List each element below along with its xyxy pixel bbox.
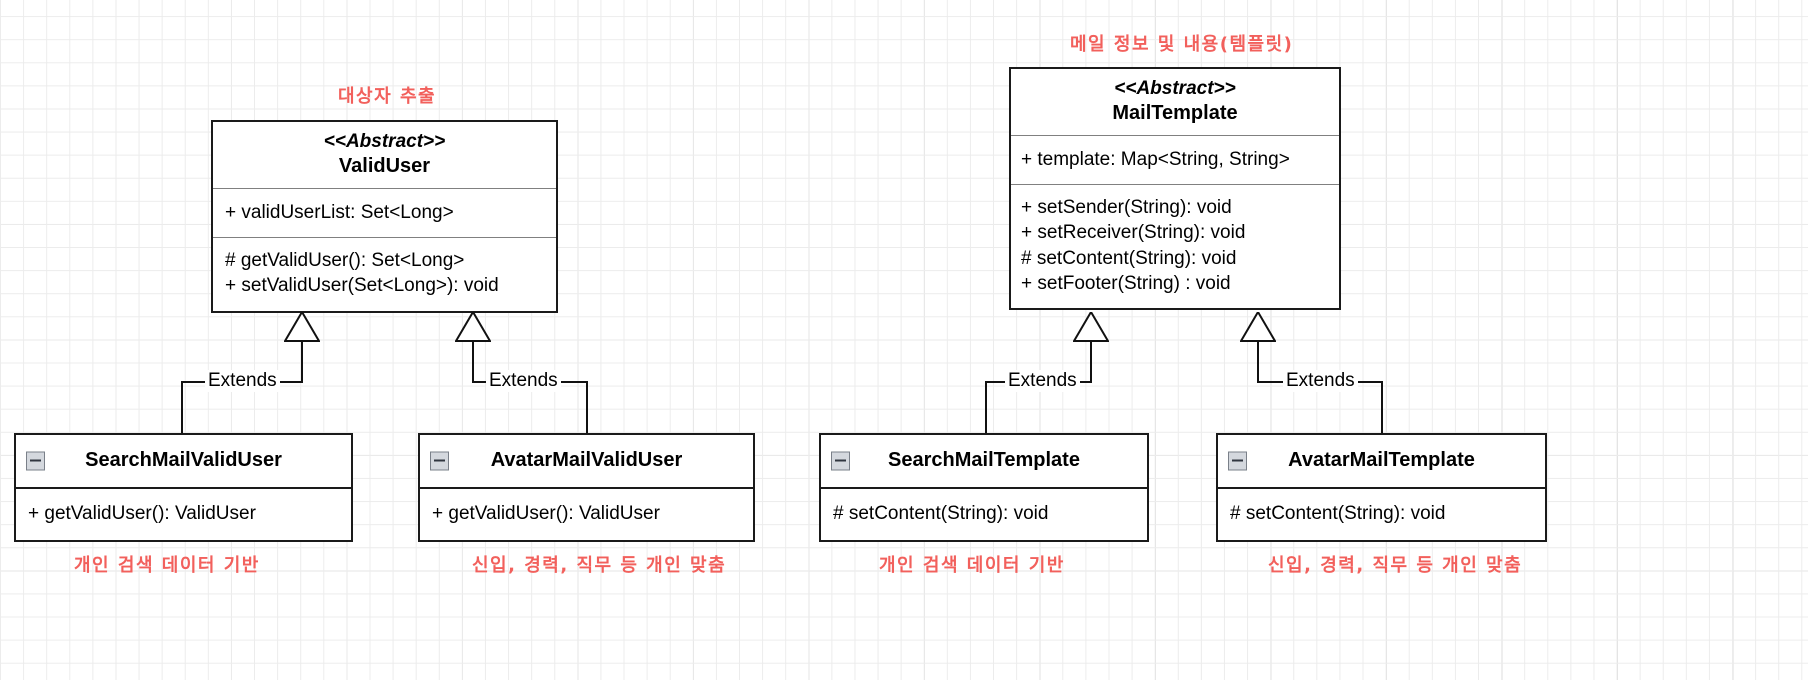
edge-label-extends-4: Extends xyxy=(1283,370,1358,392)
class-name: ValidUser xyxy=(338,155,431,178)
inheritance-arrow-search-mail-template xyxy=(1073,312,1109,342)
connector-r2-segment-top xyxy=(472,341,474,382)
class-stereotype: <<Abstract>> xyxy=(323,131,446,152)
method-row: + setFooter(String) : void xyxy=(1021,272,1231,294)
connector-r4-segment-bottom xyxy=(1381,381,1383,435)
edge-label-extends-2: Extends xyxy=(486,370,561,392)
class-methods-search-mail-valid-user: + getValidUser(): ValidUser xyxy=(16,489,351,540)
edge-label-extends-3: Extends xyxy=(1005,370,1080,392)
divider xyxy=(1011,184,1339,186)
method-row: # setContent(String): void xyxy=(1021,247,1237,269)
class-name: AvatarMailValidUser xyxy=(490,449,683,471)
method-row: + setValidUser(Set<Long>): void xyxy=(225,275,499,297)
annotation-avatar-mail-valid-user-bottom: 신입, 경력, 직무 등 개인 맞춤 xyxy=(472,555,727,576)
divider xyxy=(821,486,1147,489)
attribute-row: + validUserList: Set<Long> xyxy=(225,201,454,223)
inheritance-arrow-avatar-mail-valid-user xyxy=(455,312,491,342)
divider xyxy=(16,486,351,489)
class-header-valid-user: <<Abstract>> ValidUser xyxy=(213,122,556,188)
minus-square-icon[interactable] xyxy=(430,451,449,471)
class-attributes-mail-template: + template: Map<String, String> xyxy=(1011,136,1339,184)
connector-r1-segment-top xyxy=(301,341,303,382)
connector-r3-segment-top xyxy=(1090,341,1092,382)
class-methods-avatar-mail-template: # setContent(String): void xyxy=(1218,489,1545,540)
annotation-avatar-mail-template-bottom: 신입, 경력, 직무 등 개인 맞춤 xyxy=(1268,555,1523,576)
class-stereotype: <<Abstract>> xyxy=(1114,78,1236,99)
minus-square-icon[interactable] xyxy=(26,451,45,471)
class-box-avatar-mail-valid-user[interactable]: AvatarMailValidUser + getValidUser(): Va… xyxy=(418,433,755,542)
inheritance-arrow-avatar-mail-template xyxy=(1240,312,1276,342)
divider xyxy=(1218,486,1545,489)
connector-r1-segment-bottom xyxy=(181,381,183,435)
class-box-search-mail-valid-user[interactable]: SearchMailValidUser + getValidUser(): Va… xyxy=(14,433,353,542)
annotation-valid-user-top: 대상자 추출 xyxy=(338,86,437,107)
minus-square-icon[interactable] xyxy=(831,451,850,471)
connector-r3-segment-bottom xyxy=(985,381,987,435)
annotation-search-mail-valid-user-bottom: 개인 검색 데이터 기반 xyxy=(74,555,260,576)
method-row: + getValidUser(): ValidUser xyxy=(432,502,660,524)
connector-r2-segment-bottom xyxy=(586,381,588,435)
class-header-search-mail-template: SearchMailTemplate xyxy=(821,435,1147,487)
divider xyxy=(420,486,753,489)
class-name: SearchMailTemplate xyxy=(888,449,1080,471)
method-row: # setContent(String): void xyxy=(1230,502,1446,524)
edge-label-extends-1: Extends xyxy=(205,370,280,392)
method-row: + getValidUser(): ValidUser xyxy=(28,502,256,524)
minus-square-icon[interactable] xyxy=(1228,451,1247,471)
class-methods-valid-user: # getValidUser(): Set<Long> + setValidUs… xyxy=(213,238,556,311)
annotation-mail-template-top: 메일 정보 및 내용(템플릿) xyxy=(1070,34,1294,55)
class-methods-avatar-mail-valid-user: + getValidUser(): ValidUser xyxy=(420,489,753,540)
class-attributes-valid-user: + validUserList: Set<Long> xyxy=(213,189,556,237)
class-name: SearchMailValidUser xyxy=(85,449,282,471)
method-row: # getValidUser(): Set<Long> xyxy=(225,250,465,272)
divider xyxy=(1011,134,1339,136)
divider xyxy=(213,237,556,239)
connector-r4-segment-top xyxy=(1257,341,1259,382)
method-row: + setReceiver(String): void xyxy=(1021,222,1246,244)
class-name: MailTemplate xyxy=(1112,102,1238,125)
class-methods-mail-template: + setSender(String): void + setReceiver(… xyxy=(1011,185,1339,308)
divider xyxy=(213,187,556,189)
method-row: # setContent(String): void xyxy=(833,502,1049,524)
class-box-avatar-mail-template[interactable]: AvatarMailTemplate # setContent(String):… xyxy=(1216,433,1547,542)
class-box-valid-user[interactable]: <<Abstract>> ValidUser + validUserList: … xyxy=(211,120,558,313)
class-header-avatar-mail-valid-user: AvatarMailValidUser xyxy=(420,435,753,487)
class-header-mail-template: <<Abstract>> MailTemplate xyxy=(1011,69,1339,135)
class-methods-search-mail-template: # setContent(String): void xyxy=(821,489,1147,540)
class-header-search-mail-valid-user: SearchMailValidUser xyxy=(16,435,351,487)
annotation-search-mail-template-bottom: 개인 검색 데이터 기반 xyxy=(879,555,1065,576)
class-header-avatar-mail-template: AvatarMailTemplate xyxy=(1218,435,1545,487)
attribute-row: + template: Map<String, String> xyxy=(1021,148,1290,170)
inheritance-arrow-search-mail-valid-user xyxy=(284,312,320,342)
class-name: AvatarMailTemplate xyxy=(1288,449,1475,471)
class-box-mail-template[interactable]: <<Abstract>> MailTemplate + template: Ma… xyxy=(1009,67,1341,311)
method-row: + setSender(String): void xyxy=(1021,197,1232,219)
class-box-search-mail-template[interactable]: SearchMailTemplate # setContent(String):… xyxy=(819,433,1149,542)
